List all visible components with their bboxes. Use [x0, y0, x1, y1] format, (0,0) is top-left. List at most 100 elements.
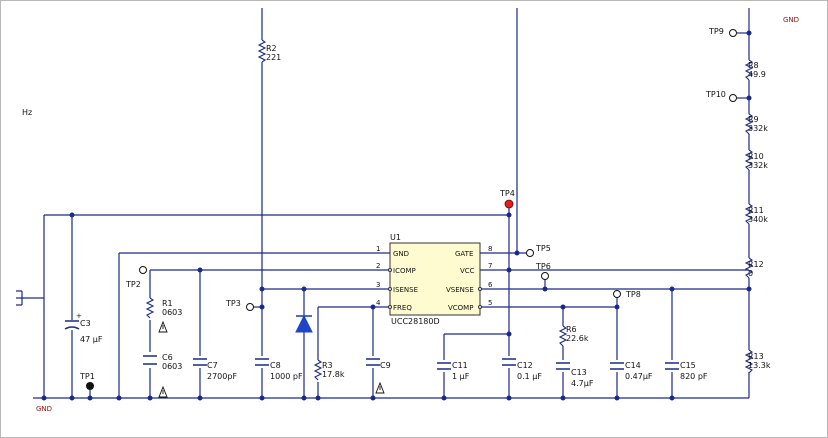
- c6-symbol: [143, 355, 157, 365]
- junction-dots: [41, 30, 752, 401]
- component-ref: C13: [571, 368, 587, 377]
- ic-pin-stubs: [388, 268, 482, 309]
- ic-pin-num: 4: [376, 299, 381, 307]
- component-value: 1 µF: [452, 372, 470, 381]
- c14-symbol: [610, 362, 624, 370]
- warning-icon: [158, 385, 168, 398]
- tp-label: TP4: [499, 189, 515, 198]
- component-ref: R12: [748, 260, 764, 269]
- component-ref: C11: [452, 361, 468, 370]
- component-value: 820 pF: [680, 372, 708, 381]
- component-ref: C12: [517, 361, 533, 370]
- c3-symbol: [64, 320, 80, 330]
- component-ref: C15: [680, 361, 696, 370]
- ic-pin-num: 8: [488, 245, 492, 253]
- ic-pin-num: 3: [376, 281, 380, 289]
- ic-pin-num: 5: [488, 299, 492, 307]
- diode-symbol: [295, 314, 313, 333]
- tp-label: TP2: [125, 280, 141, 289]
- component-value: 332k: [748, 161, 768, 170]
- warning-icon: [375, 381, 385, 394]
- c7-symbol: [193, 358, 207, 366]
- r6-symbol: [558, 325, 568, 347]
- component-ref: R3: [322, 361, 333, 370]
- ic-pin-name: FREQ: [393, 304, 412, 312]
- component-value: 22.6k: [566, 334, 589, 343]
- tp3-marker: [246, 303, 254, 311]
- component-value: 332k: [748, 124, 768, 133]
- component-value: 1000 pF: [270, 372, 303, 381]
- component-value: 0603: [162, 362, 182, 371]
- r9-symbol: [744, 113, 754, 135]
- component-value: 2700pF: [207, 372, 237, 381]
- tp10-marker: [729, 94, 737, 102]
- c8-symbol: [255, 358, 269, 366]
- c11-symbol: [437, 362, 451, 370]
- text-labels: Hz GND GND U1 UCC28180D 1 GND 2 ICOMP 3 …: [22, 16, 799, 413]
- tp2-marker: [139, 266, 147, 274]
- gnd-bottom-label: GND: [36, 405, 52, 413]
- component-ref: R2: [266, 44, 277, 53]
- component-ref: C6: [162, 353, 173, 362]
- hz-label: Hz: [22, 108, 32, 117]
- ic-ref-label: U1: [390, 233, 401, 242]
- component-value: 49.9: [748, 70, 766, 79]
- component-value: 0: [748, 269, 753, 278]
- component-ref: C3: [80, 319, 91, 328]
- ic-pin-num: 7: [488, 262, 492, 270]
- ic-pin-name: VCOMP: [448, 304, 473, 312]
- component-ref: C14: [625, 361, 641, 370]
- component-ref: C9: [380, 361, 391, 370]
- tp-label: TP6: [535, 262, 551, 271]
- ic-part-label: UCC28180D: [391, 317, 440, 326]
- component-value: 47 µF: [80, 335, 103, 344]
- ic-pin-name: VCC: [460, 267, 475, 275]
- component-value: 0603: [162, 308, 182, 317]
- tp9-marker: [729, 29, 737, 37]
- tp-label: TP8: [625, 290, 641, 299]
- warning-icon: [158, 320, 168, 333]
- tp4-marker: [504, 199, 514, 209]
- c9-symbol: [366, 358, 380, 366]
- r10-symbol: [744, 149, 754, 171]
- component-value: 221: [266, 53, 281, 62]
- ic-pin-name: VSENSE: [446, 286, 474, 294]
- component-ref: C7: [207, 361, 218, 370]
- c13-symbol: [556, 362, 570, 370]
- ic-pin-name: ISENSE: [393, 286, 418, 294]
- component-ref: R6: [566, 325, 577, 334]
- component-value: 0.47µF: [625, 372, 653, 381]
- tp-label: TP9: [708, 27, 724, 36]
- component-ref: R1: [162, 299, 173, 308]
- ic-pin-name: ICOMP: [393, 267, 416, 275]
- component-value: 13.3k: [748, 361, 771, 370]
- tp-label: TP5: [535, 244, 551, 253]
- tp6-marker: [541, 272, 549, 280]
- ic-pin-num: 6: [488, 281, 493, 289]
- tp-label: TP3: [225, 299, 241, 308]
- r3-symbol: [313, 359, 323, 381]
- component-value: 340k: [748, 215, 768, 224]
- component-ref: R13: [748, 352, 764, 361]
- ic-pin-num: 2: [376, 262, 380, 270]
- component-value: 17.8k: [322, 370, 345, 379]
- r12-symbol: [744, 257, 754, 279]
- r11-symbol: [744, 203, 754, 225]
- c15-symbol: [665, 362, 679, 370]
- wires: [16, 8, 750, 399]
- r1-symbol: [145, 297, 155, 319]
- component-value: 4.7µF: [571, 379, 594, 388]
- component-ref: C8: [270, 361, 281, 370]
- r13-symbol: [744, 349, 754, 374]
- component-ref: R8: [748, 61, 759, 70]
- ic-pin-num: 1: [376, 245, 380, 253]
- warning-markers: [158, 320, 385, 398]
- ic-body[interactable]: [389, 242, 481, 316]
- tp8-marker: [613, 290, 621, 298]
- tp1-marker: [86, 382, 94, 390]
- ic-pin-name: GND: [393, 250, 409, 258]
- tp-label: TP10: [705, 90, 726, 99]
- capacitor-symbols: +: [64, 312, 679, 370]
- r2-symbol: [257, 39, 267, 63]
